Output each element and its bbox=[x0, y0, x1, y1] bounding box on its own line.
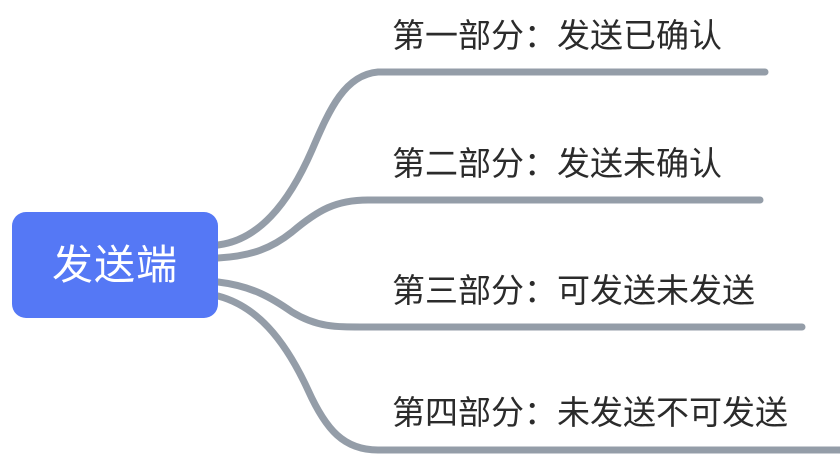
branch-curve-2 bbox=[214, 196, 764, 262]
branch-label-part-3: 第三部分：可发送未发送 bbox=[392, 272, 755, 309]
branch-curve-4 bbox=[214, 292, 840, 454]
root-node-sender[interactable]: 发送端 bbox=[12, 212, 218, 318]
branch-label-part-2: 第二部分：发送未确认 bbox=[392, 145, 722, 182]
branch-label-part-1: 第一部分：发送已确认 bbox=[392, 17, 722, 54]
branch-curve-1 bbox=[214, 68, 769, 249]
branch-curve-3 bbox=[214, 278, 806, 331]
root-node-label: 发送端 bbox=[52, 241, 178, 288]
branch-label-part-4: 第四部分：未发送不可发送 bbox=[392, 394, 788, 431]
